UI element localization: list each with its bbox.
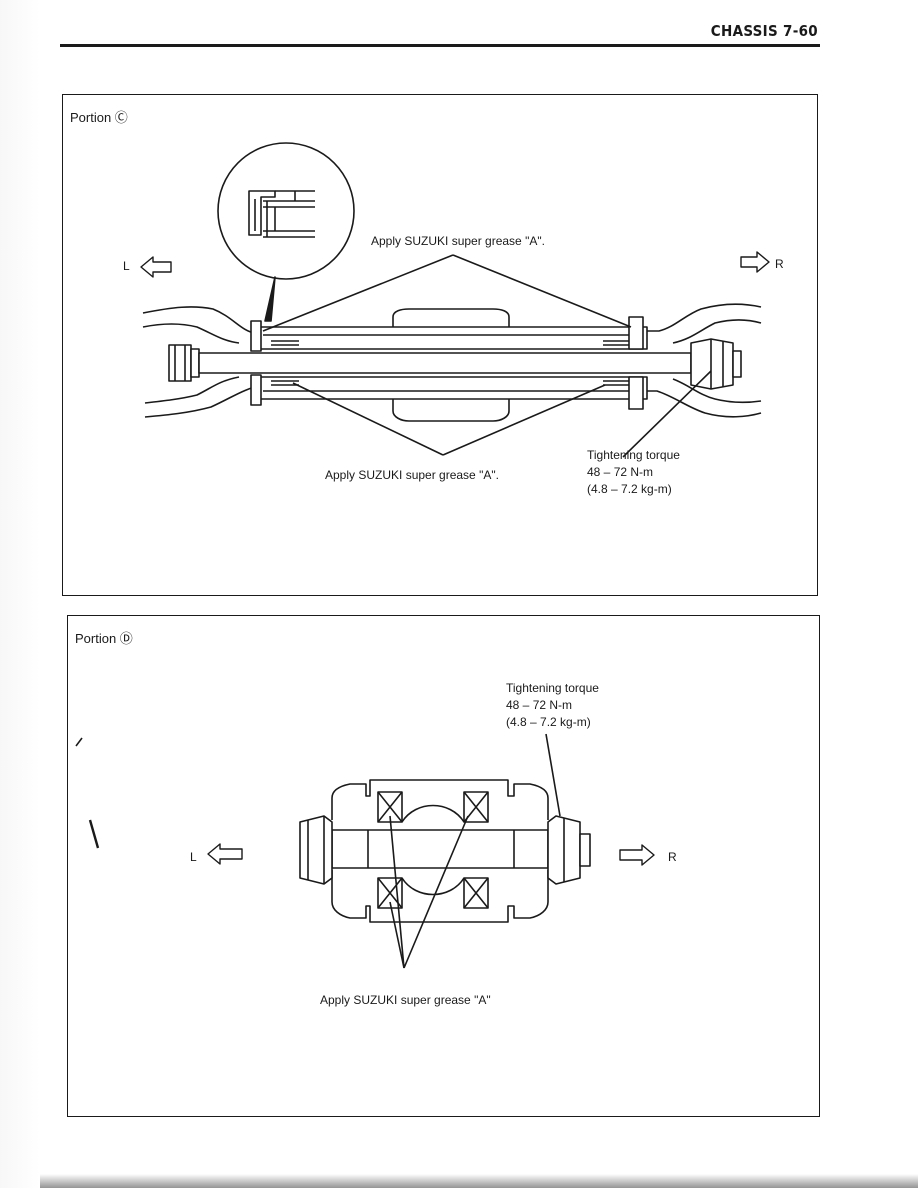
- grease-note-bottom: Apply SUZUKI super grease "A".: [325, 468, 499, 482]
- torque-title: Tightening torque: [587, 448, 680, 462]
- scan-shadow-bottom: [40, 1174, 918, 1188]
- portion-c-label: Portion Ⓒ: [70, 110, 128, 125]
- torque-nm: 48 – 72 N-m: [506, 698, 573, 712]
- torque-note-d: Tightening torque 48 – 72 N-m (4.8 – 7.2…: [506, 680, 599, 731]
- page-header-title: CHASSIS 7-60: [710, 22, 818, 40]
- torque-title: Tightening torque: [506, 681, 599, 695]
- left-direction-label: L: [123, 259, 130, 273]
- portion-d-label: Portion Ⓓ: [75, 631, 133, 646]
- detail-magnifier-circle: [217, 142, 355, 280]
- left-arrow-icon: [207, 843, 243, 865]
- right-arrow-icon: [619, 844, 655, 866]
- scan-shadow-left: [0, 0, 40, 1188]
- header-rule: [60, 44, 820, 47]
- torque-kgm: (4.8 – 7.2 kg-m): [587, 482, 672, 496]
- torque-note-c: Tightening torque 48 – 72 N-m (4.8 – 7.2…: [587, 447, 680, 498]
- right-direction-label: R: [668, 850, 677, 864]
- torque-nm: 48 – 72 N-m: [587, 465, 654, 479]
- portion-c-panel: Portion Ⓒ: [62, 94, 818, 596]
- pen-mark: [75, 737, 83, 747]
- grease-note-d: Apply SUZUKI super grease "A": [320, 993, 491, 1007]
- right-direction-label: R: [775, 257, 784, 271]
- portion-c-diagram: [140, 142, 770, 458]
- torque-kgm: (4.8 – 7.2 kg-m): [506, 715, 591, 729]
- pen-mark: [88, 819, 100, 849]
- right-arrow-icon: [740, 251, 770, 273]
- portion-d-panel: Portion Ⓓ: [67, 615, 820, 1117]
- grease-note-top: Apply SUZUKI super grease "A".: [371, 234, 545, 248]
- left-arrow-icon: [140, 256, 172, 278]
- portion-d-diagram: [75, 733, 655, 969]
- left-direction-label: L: [190, 850, 197, 864]
